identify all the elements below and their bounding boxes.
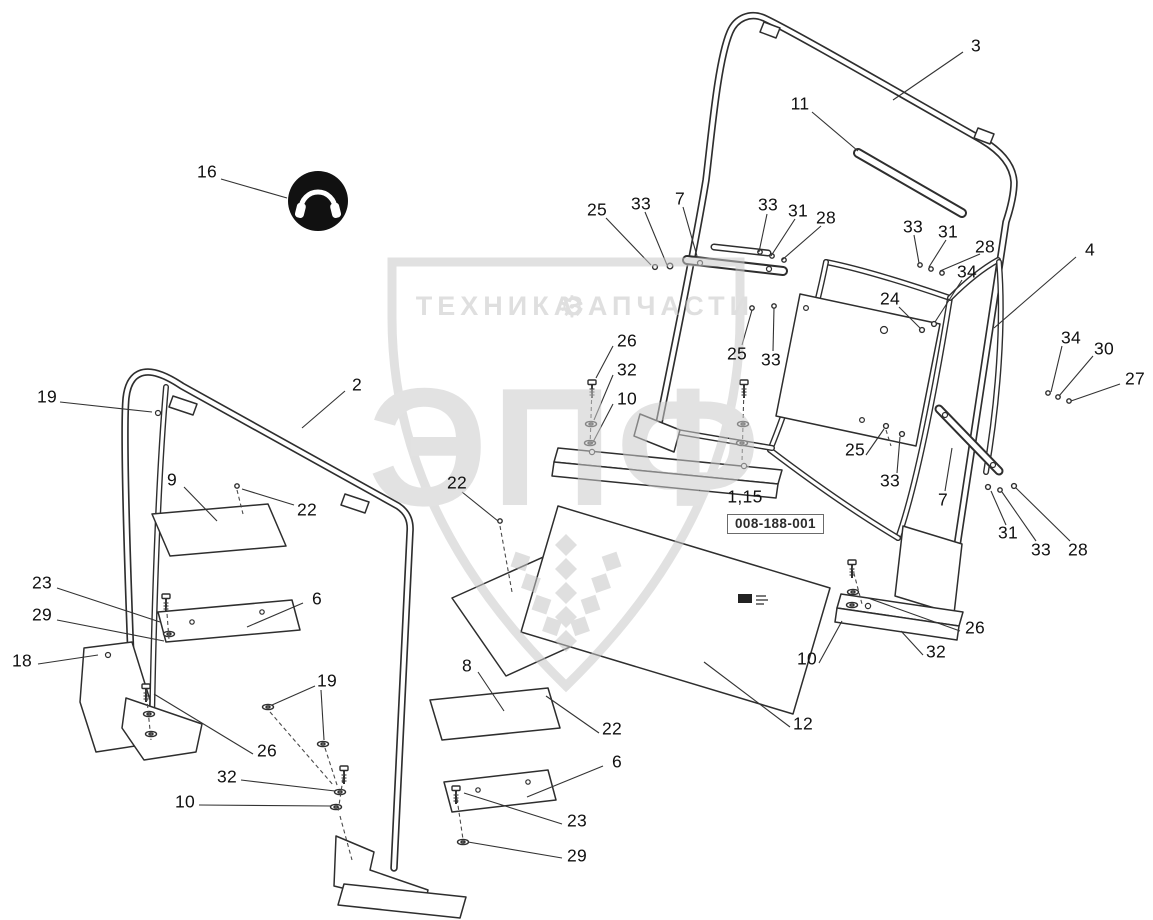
callout-2: 2 [351,374,363,395]
callout-8: 8 [461,655,473,676]
callout-33: 33 [879,470,901,491]
callout-3: 3 [970,35,982,56]
callout-7: 7 [674,188,686,209]
part-number-badge: 008-188-001 [727,514,824,534]
callout-32: 32 [616,359,638,380]
callout-34: 34 [1060,327,1082,348]
watermark-brand-right: ЗАПЧАСТИ [566,291,754,321]
callout-6: 6 [611,751,623,772]
tube-clips [154,21,995,514]
callout-10: 10 [616,388,638,409]
callout-22: 22 [296,499,318,520]
callout-34: 34 [956,261,978,282]
callout-26: 26 [964,617,986,638]
callout-18: 18 [11,650,33,671]
grab-handle [853,148,967,218]
callout-24: 24 [879,288,901,309]
callout-25: 25 [586,199,608,220]
callout-33: 33 [757,194,779,215]
callout-33: 33 [902,216,924,237]
callout-31: 31 [937,221,959,242]
callout-19: 19 [36,386,58,407]
callout-25: 25 [726,343,748,364]
callout-31: 31 [787,200,809,221]
callout-33: 33 [760,349,782,370]
callout-16: 16 [196,161,218,182]
callout-33: 33 [630,193,652,214]
seat-panel [775,293,941,447]
mounting-channels [551,413,964,641]
mounting-strap-right [934,404,1004,476]
watermark-shield [387,257,745,693]
watermark-brand-left: ТЕХНИКА [416,291,578,321]
leader-lines [37,51,1121,859]
callout-28: 28 [815,207,837,228]
callout-10: 10 [174,791,196,812]
callout-32: 32 [216,766,238,787]
assembly-dash-lines [145,385,892,861]
callout-29: 29 [31,604,53,625]
callout-6: 6 [311,588,323,609]
callout-27: 27 [1124,368,1146,389]
callout-1-15: 1,15 [727,486,763,507]
callout-33: 33 [1030,539,1052,560]
callout-30: 30 [1093,338,1115,359]
callout-10: 10 [796,648,818,669]
callout-7: 7 [937,489,949,510]
callout-4: 4 [1084,239,1096,260]
callout-25: 25 [844,439,866,460]
callout-22: 22 [601,718,623,739]
callout-23: 23 [31,572,53,593]
callout-26: 26 [616,330,638,351]
callout-28: 28 [1067,539,1089,560]
callout-32: 32 [925,641,947,662]
callout-31: 31 [997,522,1019,543]
gear-icon: ⚙ [559,291,586,324]
callout-28: 28 [974,236,996,257]
left-frame-feet [79,641,467,919]
ear-protection-icon [288,171,348,231]
bracket-plates [151,503,561,813]
watermark-logo: ЭПФ [368,353,764,541]
callout-11: 11 [790,93,810,114]
callout-29: 29 [566,845,588,866]
callout-22: 22 [446,472,468,493]
watermark: ТЕХНИКА ⚙ ЗАПЧАСТИ ЭПФ [368,257,764,693]
callout-26: 26 [256,740,278,761]
callout-12: 12 [792,713,814,734]
callout-23: 23 [566,810,588,831]
callout-19: 19 [316,670,338,691]
callout-9: 9 [166,469,178,490]
